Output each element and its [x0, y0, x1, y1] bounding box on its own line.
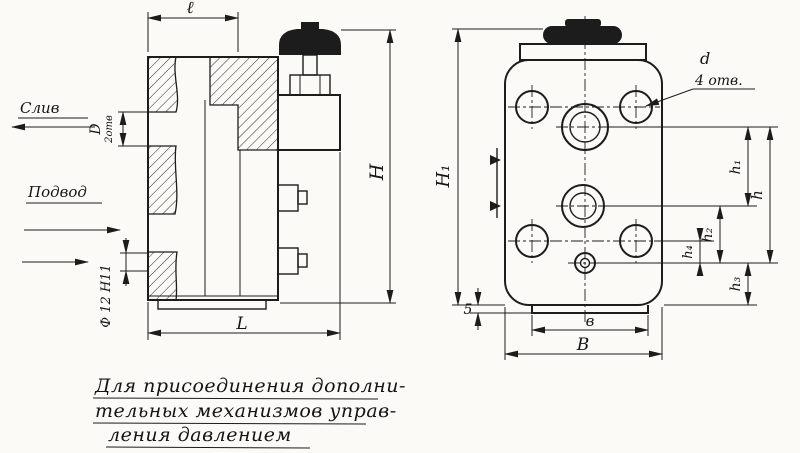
dimension-h3: h₃ [728, 262, 752, 306]
dim-label-h2: h₂ [700, 227, 716, 242]
dim-label-f12: Ф 12 Н11 [99, 264, 114, 327]
dim-label-h3: h₃ [728, 276, 744, 291]
dimension-h4: h₄ [681, 228, 704, 276]
dimension-D: D 2отв [88, 111, 148, 147]
dim-label-D: D [88, 123, 104, 135]
front-body-outline [504, 59, 663, 306]
dimension-f12: Ф 12 Н11 [99, 238, 148, 328]
dim-label-H1: H₁ [433, 165, 454, 189]
handwheel-side [279, 29, 341, 55]
dimension-h1: h₁ [728, 126, 752, 207]
dim-label-h4: h₄ [681, 245, 696, 259]
dim-label-D-holes: 2отв [104, 115, 115, 144]
port-podvod: Подвод [24, 183, 121, 234]
dimension-H1: H₁ [433, 28, 543, 306]
dimension-h2: h₂ [700, 205, 724, 264]
hatch-region-top [209, 56, 279, 151]
dim-label-d: d [700, 49, 710, 68]
port-middle-inner [569, 192, 597, 220]
dim-label-d-holes: 4 отв. [694, 73, 743, 89]
note-line-3: ления давлением [108, 424, 292, 446]
left-view-section: ℓ H L Слив D 2отв [11, 0, 396, 340]
note-underline-3 [105, 446, 311, 449]
note-underline-2 [92, 422, 367, 425]
dim-label-v: в [586, 312, 595, 330]
dimension-L: L [147, 152, 341, 340]
dim-label-h: h [748, 190, 766, 200]
handwheel-knob [301, 22, 319, 29]
note-underline-1 [92, 397, 379, 400]
dim-label-H: H [366, 163, 388, 181]
side-latch-pointer [490, 201, 501, 211]
hatch-region-left-lower [147, 251, 178, 301]
dimension-H: H [280, 29, 396, 304]
front-base-step [531, 305, 649, 314]
callout-d-holes: d 4 отв. [645, 49, 755, 107]
valve-base-plate [157, 299, 267, 310]
label-podvod: Подвод [27, 183, 87, 201]
note-line-2: тельных механизмов управ- [95, 400, 397, 422]
side-latch-pointer [490, 155, 501, 165]
dimension-h: h [748, 126, 774, 264]
dim-label-l: ℓ [186, 0, 193, 18]
dimension-B: B [504, 307, 663, 360]
dim-label-B: B [576, 335, 590, 355]
handwheel-front-knob [565, 19, 601, 27]
gland-nut [289, 74, 331, 96]
side-boss-upper [277, 184, 299, 212]
dimension-5: 5 [464, 288, 532, 330]
port-sliv: Слив [11, 99, 95, 131]
side-boss-upper-nub [297, 190, 308, 205]
dim-label-5: 5 [464, 302, 473, 318]
valve-stem [302, 54, 318, 76]
label-sliv: Слив [20, 99, 60, 117]
side-boss-lower [277, 247, 299, 275]
hatch-region-left-middle [147, 145, 178, 215]
dim-label-L: L [235, 314, 247, 334]
bonnet-block [277, 94, 341, 151]
side-boss-lower-nub [297, 253, 308, 268]
front-top-cap [519, 43, 647, 61]
hatch-region-left-upper [147, 56, 179, 113]
note-line-1: Для присоединения дополни- [94, 375, 406, 397]
dim-label-h1: h₁ [728, 160, 744, 175]
annotation-note: Для присоединения дополни- тельных механ… [92, 375, 406, 449]
dimension-l: ℓ [147, 0, 239, 52]
handwheel-front [543, 26, 622, 44]
right-view-front: d 4 отв. H₁ 5 h [433, 16, 778, 360]
dimension-v: в [531, 312, 649, 336]
